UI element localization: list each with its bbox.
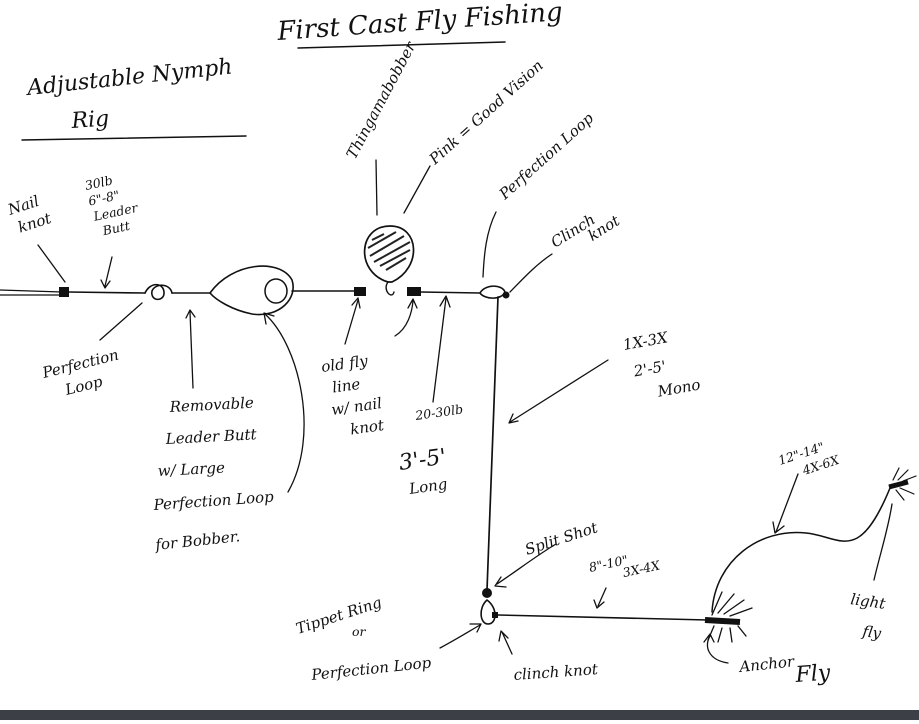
thingamabobber-pointer [375,159,378,216]
light-fly-body [888,479,909,490]
subtitle-line-1: Adjustable Nymph [24,55,234,102]
leader-butt-label: 30lb 6"-8" Leader Butt [84,172,140,239]
svg-text:w/ nail: w/ nail [330,394,383,419]
svg-text:Removable: Removable [168,394,254,416]
subtitle-underline [21,135,247,141]
split-shot-arrow [494,543,557,588]
anchor-fly-hackle [707,591,753,643]
anchor-fly-arrow [703,633,729,664]
subtitle-line-2: Rig [70,106,110,134]
bottom-clinch-knot [492,612,498,618]
dropper-spec-label: 12"-14" 4X-6X [776,439,842,478]
thingamabobber-label: Thingamabobber [343,38,420,162]
leader-spec-strength: 20-30lb [413,401,464,423]
old-fly-line-knot-right [407,287,421,296]
clinch-knot-top-pointer [509,253,553,293]
large-perfection-loop [209,265,294,316]
mono-spec-label: 1X-3X 2'-5' Mono [622,328,702,401]
svg-text:line: line [331,375,361,397]
tippet-spec-arrow [593,587,607,609]
nail-knot-mark [59,287,69,297]
light-fly-pointer [873,503,893,581]
tippet-ring [480,599,496,625]
anchor-fly-body [704,617,741,625]
svg-text:old fly: old fly [320,352,369,376]
light-fly-label-fly: fly [860,622,882,643]
pink-good-vision-label: Pink = Good Vision [425,56,547,168]
old-fly-line-knot-left [354,287,366,296]
svg-text:Perfection Loop: Perfection Loop [152,488,275,514]
leader-butt-arrow [100,256,113,289]
svg-text:Butt: Butt [100,218,132,239]
tippet-ring-or-label: or [352,624,367,639]
leader-spec-long: Long [407,475,448,498]
bobber-stem [385,281,395,296]
pink-pointer [403,165,431,214]
mono-arrow [508,359,609,424]
tippet-ring-label: Tippet Ring [294,593,384,638]
large-loop-inner [264,278,288,304]
tippet-ring-arrow [439,623,482,649]
perfection-loop-top-label: Perfection Loop [495,109,597,204]
svg-text:Loop: Loop [62,372,104,399]
clinch-knot-bottom-label: clinch knot [513,660,599,684]
removable-leader-butt-label: Removable Leader Butt w/ Large Perfectio… [152,394,275,554]
dropper-line [711,487,891,613]
tippet-line [497,614,709,621]
anchor-fly-label: Anchor [737,652,796,676]
top-perfection-loop [479,285,506,299]
nail-knot-label: Nail knot [5,192,55,237]
tippet-ring-perfection-loop-label: Perfection Loop [310,653,433,684]
small-perfection-loop [144,283,173,301]
svg-text:1X-3X: 1X-3X [622,328,671,354]
old-fly-line-arrow-right [394,298,418,337]
main-line [67,290,481,294]
clinch-knot-top-label: Clinch knot [548,210,624,251]
bottom-bar [0,710,919,720]
bobber-loop-arrow [263,312,305,493]
svg-text:2'-5': 2'-5' [631,357,667,381]
perfection-loop-left-label: Perfection Loop [40,346,121,400]
perfection-loop-top-pointer [482,211,497,278]
bobber-shading [367,231,411,271]
top-clinch-knot [502,291,510,299]
fly-line-upper [0,289,63,293]
leader-spec-length: 3'-5' [397,445,448,476]
title-underline [297,41,506,49]
diagram-title: First Cast Fly Fishing [275,0,563,47]
tippet-spec-label: 8"-10" 3X-4X [588,552,663,580]
clinch-knot-bottom-arrow [498,630,513,655]
svg-text:for Bobber.: for Bobber. [154,527,241,554]
old-fly-line-label: old fly line w/ nail knot [320,352,386,439]
svg-text:30lb: 30lb [84,172,114,192]
light-fly-label: light [849,590,887,613]
svg-text:w/ Large: w/ Large [157,458,225,479]
mono-line [486,296,499,591]
anchor-fly-label-fly: Fly [794,661,832,688]
nail-knot-pointer [37,244,66,283]
light-fly-hackle [892,467,917,501]
svg-text:Mono: Mono [655,375,702,400]
svg-text:knot: knot [349,416,386,439]
svg-text:6"-8": 6"-8" [87,187,121,208]
removable-butt-arrow [185,309,196,389]
old-fly-line-arrow-left [344,297,361,345]
perfection-loop-left-pointer [99,302,143,341]
leader-spec-arrow [432,295,451,403]
svg-text:Leader Butt: Leader Butt [164,425,258,448]
split-shot-dot [482,588,492,598]
split-shot-label: Split Shot [523,518,601,559]
thingamabobber-bobber [363,225,415,283]
dropper-spec-arrow [772,473,799,534]
